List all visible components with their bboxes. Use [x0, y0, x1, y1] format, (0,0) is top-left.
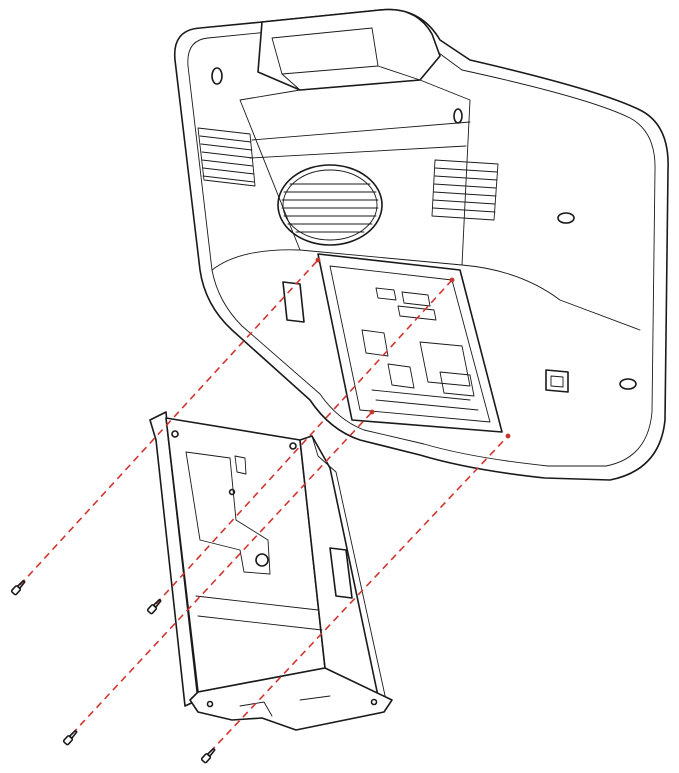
mounting-bracket — [149, 411, 393, 731]
upper-left-hole — [211, 67, 223, 85]
terminal-inner-shell — [187, 19, 656, 467]
bracket-base-hole-1 — [206, 700, 214, 708]
alignment-guides — [19, 259, 509, 753]
screw-icon — [62, 735, 74, 746]
screw-4 — [200, 747, 216, 764]
bracket-base-hole-2 — [370, 698, 378, 706]
lower-right-hole — [619, 378, 637, 390]
screw-1 — [10, 579, 26, 596]
guide-line-3 — [71, 411, 373, 735]
right-side-hole — [557, 212, 575, 224]
terminal-handle-edge — [281, 65, 421, 91]
guide-line-1 — [19, 259, 319, 586]
side-slot — [282, 281, 305, 323]
bracket-base — [189, 667, 393, 731]
screw-icon — [200, 753, 212, 764]
left-vent-grille — [197, 127, 256, 187]
screw-2 — [146, 598, 162, 615]
terminal-outer-shell — [173, 8, 669, 481]
right-vent-grille — [431, 159, 499, 221]
bracket-hole-2 — [289, 442, 297, 450]
bracket-cutout — [185, 451, 271, 575]
io-recess-plate — [315, 253, 511, 439]
guide-line-2 — [155, 279, 453, 605]
bracket-keyhole-upper — [234, 455, 247, 475]
terminal-shoulder-lines — [211, 249, 641, 331]
guide-line-4 — [209, 435, 509, 753]
bracket-right-edge — [311, 435, 387, 701]
screw-icon — [10, 585, 22, 596]
power-switch — [545, 369, 569, 393]
upper-right-hole — [453, 108, 463, 124]
bracket-keyhole-lower — [255, 553, 269, 567]
speaker-grille — [277, 164, 383, 246]
terminal-spine-ridge — [249, 121, 471, 159]
bracket-base-detail — [239, 695, 331, 717]
screw-icon — [146, 604, 158, 615]
terminal-back-panel — [173, 8, 669, 481]
bracket-side-tab — [329, 547, 353, 599]
bracket-fold-lines — [195, 595, 323, 631]
bracket-hole-3 — [228, 488, 236, 496]
bracket-hole-1 — [171, 430, 179, 438]
screw-3 — [62, 729, 78, 746]
